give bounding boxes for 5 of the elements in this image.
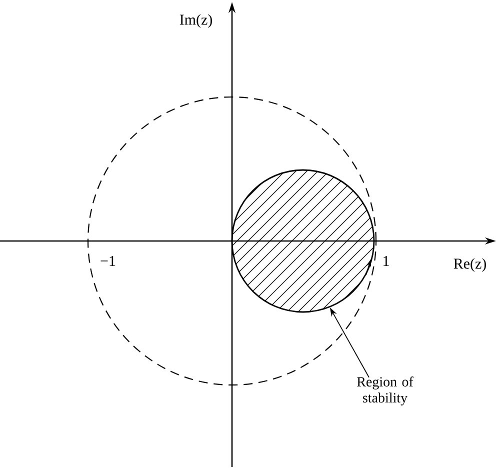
axis-label: Re(z) [454, 258, 486, 272]
tick-label: 1 [384, 256, 389, 266]
hatched-disk [231, 169, 375, 313]
callout-text: Region of stability [357, 376, 414, 406]
axis-label: Im(z) [180, 14, 212, 28]
